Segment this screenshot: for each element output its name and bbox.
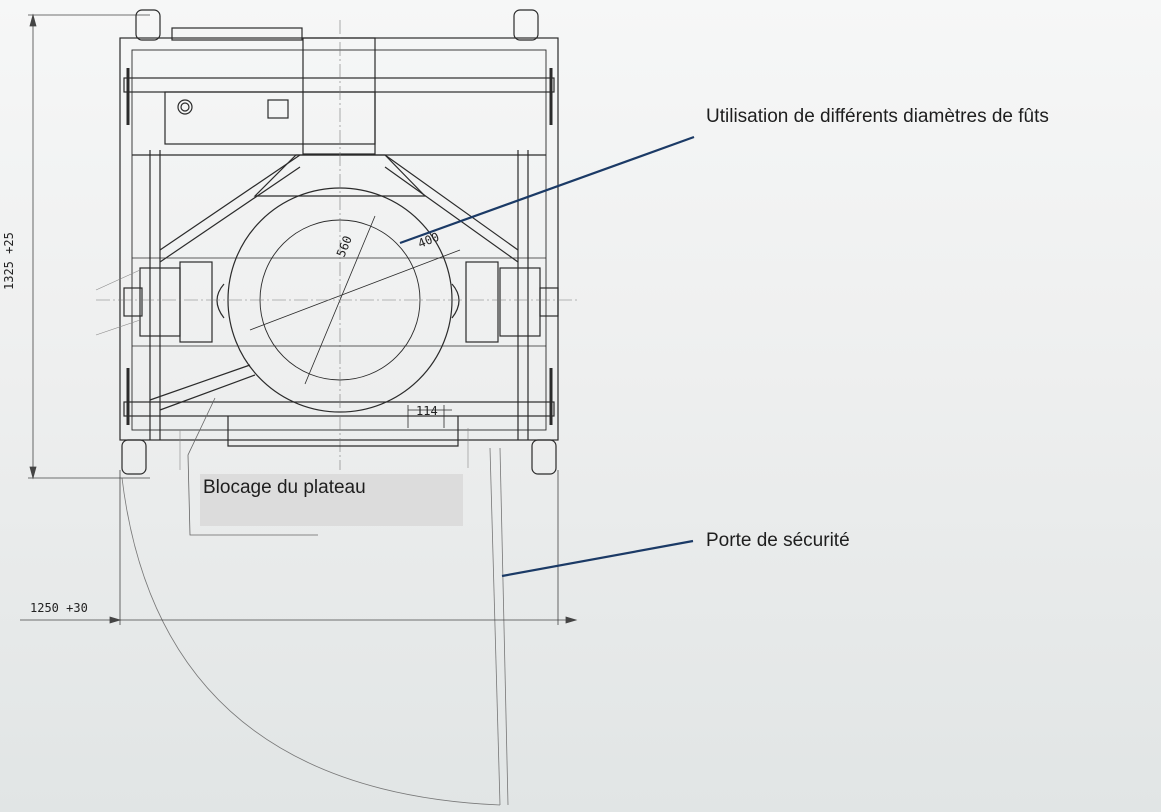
dim-text-width: 1250 +30 bbox=[30, 601, 88, 615]
callout-plate-lock: Blocage du plateau bbox=[200, 474, 463, 526]
inner-frame bbox=[131, 49, 547, 431]
top-bar bbox=[123, 77, 555, 93]
motor-left-plate bbox=[179, 261, 213, 343]
handle-right bbox=[451, 283, 460, 319]
dim-text-height: 1325 +25 bbox=[2, 232, 16, 290]
top-plate bbox=[171, 27, 303, 41]
dimension-height bbox=[28, 13, 150, 480]
dimension-width bbox=[20, 470, 578, 625]
dim-text-114: 114 bbox=[416, 404, 438, 418]
motor-left-shaft bbox=[123, 287, 143, 317]
wheel-bottom-right bbox=[531, 439, 557, 475]
control-knob bbox=[177, 99, 193, 115]
door-line-2 bbox=[499, 447, 509, 806]
dim-text-560: 560 bbox=[334, 234, 355, 259]
leader-drum-diameters bbox=[399, 135, 695, 245]
diameter-400 bbox=[249, 249, 461, 331]
handle-left bbox=[216, 283, 225, 319]
door-swing-arc bbox=[121, 477, 501, 806]
motor-right bbox=[499, 267, 541, 337]
base-tray bbox=[227, 416, 459, 447]
column bbox=[302, 37, 376, 155]
wheel-top-left bbox=[135, 9, 161, 41]
door-line-1 bbox=[489, 447, 501, 806]
wheel-top-right bbox=[513, 9, 539, 41]
control-switch bbox=[267, 99, 289, 119]
motor-right-plate bbox=[465, 261, 499, 343]
motor-right-shaft bbox=[539, 287, 559, 317]
leader-plate-lock bbox=[187, 397, 318, 536]
wheel-bottom-left bbox=[121, 439, 147, 475]
leader-safety-door bbox=[501, 539, 694, 578]
bottom-bar bbox=[123, 401, 555, 417]
callout-drum-diameters: Utilisation de différents diamètres de f… bbox=[706, 106, 1049, 127]
control-knob-inner bbox=[180, 102, 190, 112]
callout-safety-door: Porte de sécurité bbox=[706, 530, 850, 551]
